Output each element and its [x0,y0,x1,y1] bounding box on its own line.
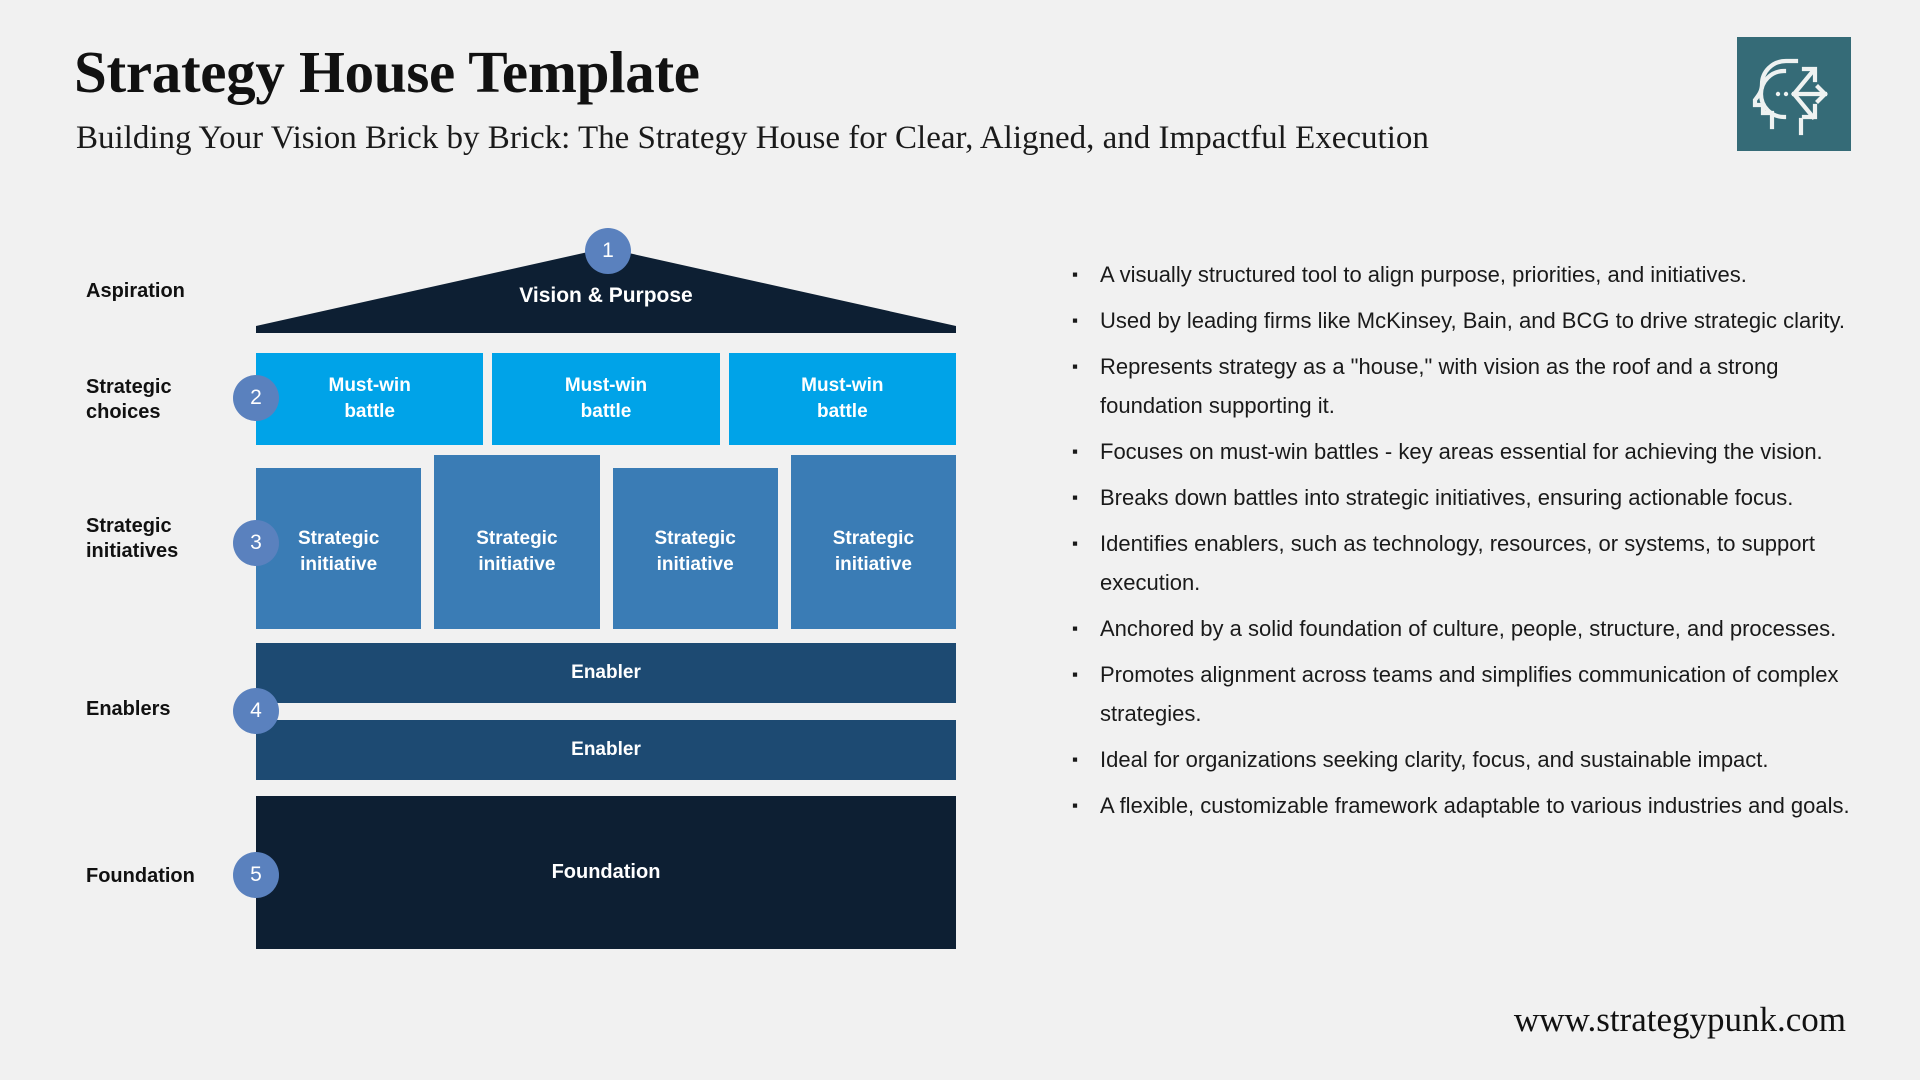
roof-shape [256,248,956,333]
row-label-strategic-choices: Strategic choices [86,375,266,425]
description-bullet-list: ▪ A visually structured tool to align pur… [1072,255,1872,832]
list-item: ▪ Focuses on must-win battles - key areas… [1072,432,1872,471]
list-item: ▪ Identifies enablers, such as technology… [1072,524,1872,602]
step-badge-5[interactable]: 5 [233,852,279,898]
bullet-square-icon: ▪ [1072,488,1079,507]
bullet-square-icon: ▪ [1072,534,1079,553]
list-item-text: Anchored by a solid foundation of cultur… [1100,616,1837,641]
row-label-aspiration: Aspiration [86,280,185,302]
footer-website: www.strategypunk.com [1513,1000,1846,1039]
step-badge-2[interactable]: 2 [233,375,279,421]
list-item-text: Ideal for organizations seeking clarity,… [1100,747,1769,772]
bullet-square-icon: ▪ [1072,357,1079,376]
row-label-line: Strategic [86,376,172,398]
list-item: ▪ Anchored by a solid foundation of cultu… [1072,609,1872,648]
bullet-square-icon: ▪ [1072,311,1079,330]
bullet-square-icon: ▪ [1072,665,1079,684]
bullet-square-icon: ▪ [1072,796,1079,815]
row-label-line: choices [86,401,161,423]
list-item-text: Breaks down battles into strategic initi… [1100,485,1794,510]
step-badge-1[interactable]: 1 [585,228,631,274]
bullet-square-icon: ▪ [1072,265,1079,284]
foundation-bar[interactable]: Foundation [256,796,956,949]
bullet-square-icon: ▪ [1072,750,1079,769]
list-item: ▪ Breaks down battles into strategic init… [1072,478,1872,517]
enabler-bar[interactable]: Enabler [256,720,956,780]
head-with-arrows-icon [1737,37,1851,151]
header: Strategy House Template Building Your Vi… [0,0,1920,190]
list-item: ▪ Represents strategy as a "house," with … [1072,347,1872,425]
row-label-strategic-initiatives: Strategic initiatives [86,514,266,564]
roof-label: Vision & Purpose [519,284,693,307]
bullet-square-icon: ▪ [1072,442,1079,461]
list-item: ▪ Used by leading firms like McKinsey, Ba… [1072,301,1872,340]
step-badge-3[interactable]: 3 [233,520,279,566]
list-item-text: Represents strategy as a "house," with v… [1100,354,1779,418]
list-item: ▪ A visually structured tool to align pur… [1072,255,1872,294]
row-label-line: initiatives [86,540,179,562]
list-item: ▪ Ideal for organizations seeking clarity… [1072,740,1872,779]
list-item: ▪ A flexible, customizable framework adap… [1072,786,1872,825]
row-label-foundation: Foundation [86,865,195,887]
row-label-enablers: Enablers [86,698,171,720]
page-title: Strategy House Template [74,39,700,105]
enabler-bar[interactable]: Enabler [256,643,956,703]
list-item-text: A flexible, customizable framework adapt… [1100,793,1850,818]
step-badge-4[interactable]: 4 [233,688,279,734]
list-item-text: Used by leading firms like McKinsey, Bai… [1100,308,1846,333]
page-subtitle: Building Your Vision Brick by Brick: The… [76,120,1429,156]
list-item-text: Identifies enablers, such as technology,… [1100,531,1815,595]
list-item-text: A visually structured tool to align purp… [1100,262,1747,287]
row-label-line: Strategic [86,515,172,537]
list-item-text: Promotes alignment across teams and simp… [1100,662,1839,726]
list-item-text: Focuses on must-win battles - key areas … [1100,439,1823,464]
list-item: ▪ Promotes alignment across teams and sim… [1072,655,1872,733]
bullet-square-icon: ▪ [1072,619,1079,638]
